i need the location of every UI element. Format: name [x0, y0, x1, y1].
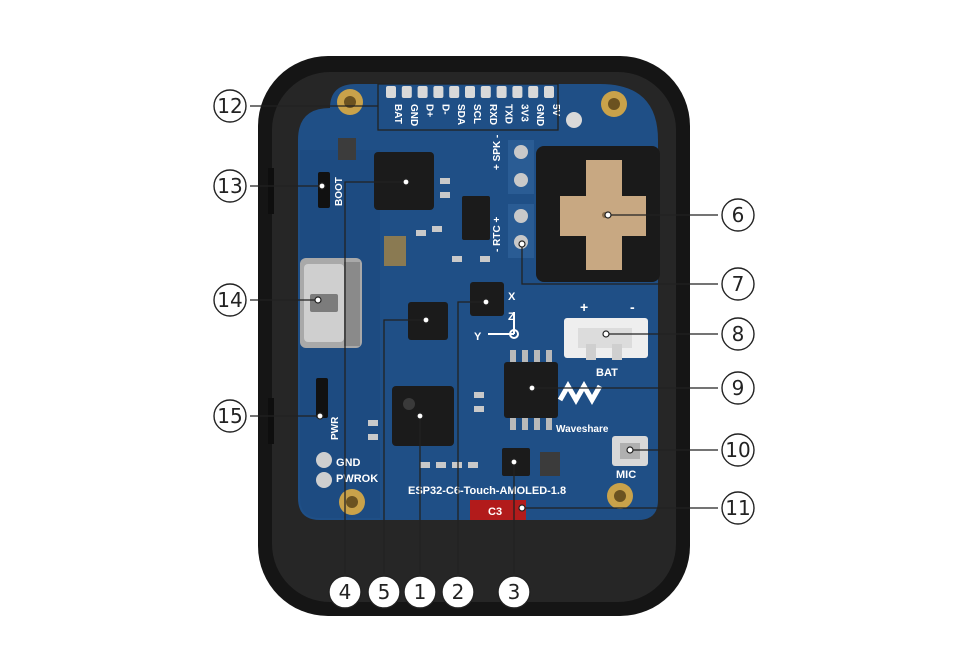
header-pin-pad: [480, 86, 491, 98]
header-pin-label: D-: [439, 104, 450, 115]
callout-markers: [213, 89, 755, 609]
callout-15: 15: [217, 404, 242, 428]
pcb-bat-plus: +: [580, 299, 588, 315]
callout-1: 1: [414, 580, 427, 604]
header-pin-label: GND: [408, 104, 419, 126]
header-pin-pad: [465, 86, 475, 98]
pcb-axis-z: Z: [508, 311, 515, 323]
header-pin-label: SDA: [455, 104, 466, 125]
pcb-c3-label: C3: [488, 506, 502, 518]
battery-connector: [564, 318, 648, 360]
pwr-button: [316, 378, 328, 418]
header-pin-label: RXD: [487, 104, 498, 125]
pcb-bat-label: BAT: [596, 367, 618, 379]
callout-5: 5: [378, 580, 391, 604]
header-pin-label: SCL: [471, 104, 482, 124]
pcb-rtc-label: - RTC +: [492, 217, 503, 252]
pcb-brand-label: Waveshare: [556, 424, 609, 435]
boot-button: [318, 172, 330, 208]
header-pin-pad: [401, 86, 412, 98]
header-pin-pad: [433, 86, 444, 98]
callout-10: 10: [725, 438, 750, 462]
pcb-gnd-label: GND: [336, 457, 361, 469]
callout-lines: [250, 83, 718, 574]
pcb-pwr-label: PWR: [330, 416, 341, 440]
mounting-hole-icon: [337, 89, 633, 515]
pcb-mic-label: MIC: [616, 469, 636, 481]
callout-dots: [314, 178, 634, 512]
header-pin-pad: [544, 86, 554, 98]
header-pin-row: 5V GND 3V3 TXD RXD SCL SDA D- D+ GND BAT: [386, 86, 561, 126]
callout-2: 2: [452, 580, 465, 604]
pcb-board-name: ESP32-C6-Touch-AMOLED-1.8: [408, 485, 566, 497]
callout-7: 7: [732, 272, 745, 296]
callout-9: 9: [732, 376, 745, 400]
rtc-battery-holder: [536, 146, 660, 282]
header-pin-label: 5V: [550, 104, 561, 117]
c3-label-marker: [470, 500, 526, 520]
header-pin-pad: [496, 86, 507, 98]
callout-8: 8: [732, 322, 745, 346]
header-pin-pad: [417, 86, 428, 98]
pcb-axis-y: Y: [474, 331, 482, 343]
header-pin-pad: [386, 86, 396, 98]
axis-indicator: [488, 312, 519, 339]
header-pin-pad: [512, 86, 523, 98]
header-pin-label: 3V3: [518, 104, 529, 122]
callout-3: 3: [508, 580, 521, 604]
pcb-bat-minus: -: [630, 299, 635, 315]
usb-c-port: [300, 258, 362, 348]
header-pin-pad: [528, 86, 539, 98]
callout-14: 14: [217, 288, 242, 312]
test-pads: [316, 452, 332, 488]
callout-12: 12: [217, 94, 242, 118]
header-pin-label: D+: [424, 104, 435, 117]
header-pin-label: TXD: [503, 104, 514, 124]
smd-components: [338, 138, 560, 476]
callout-6: 6: [732, 203, 745, 227]
header-pin-label: GND: [534, 104, 545, 126]
pcb-axis-x: X: [508, 291, 516, 303]
pcb-spk-label: + SPK -: [492, 135, 503, 170]
header-pin-label: BAT: [392, 104, 403, 124]
pcb-boot-label: BOOT: [334, 177, 345, 206]
callout-11: 11: [725, 496, 750, 520]
callout-4: 4: [339, 580, 352, 604]
callout-numbers: 12 13 14 15 6 7 8 9 10 11 4 5 1 2 3: [217, 94, 750, 604]
callout-13: 13: [217, 174, 242, 198]
header-pin-pad: [449, 86, 460, 98]
pcb-silkscreen: + SPK - - RTC + BOOT PWR GND PWROK BAT +…: [330, 135, 636, 518]
pcb-pwrok-label: PWROK: [336, 473, 378, 485]
